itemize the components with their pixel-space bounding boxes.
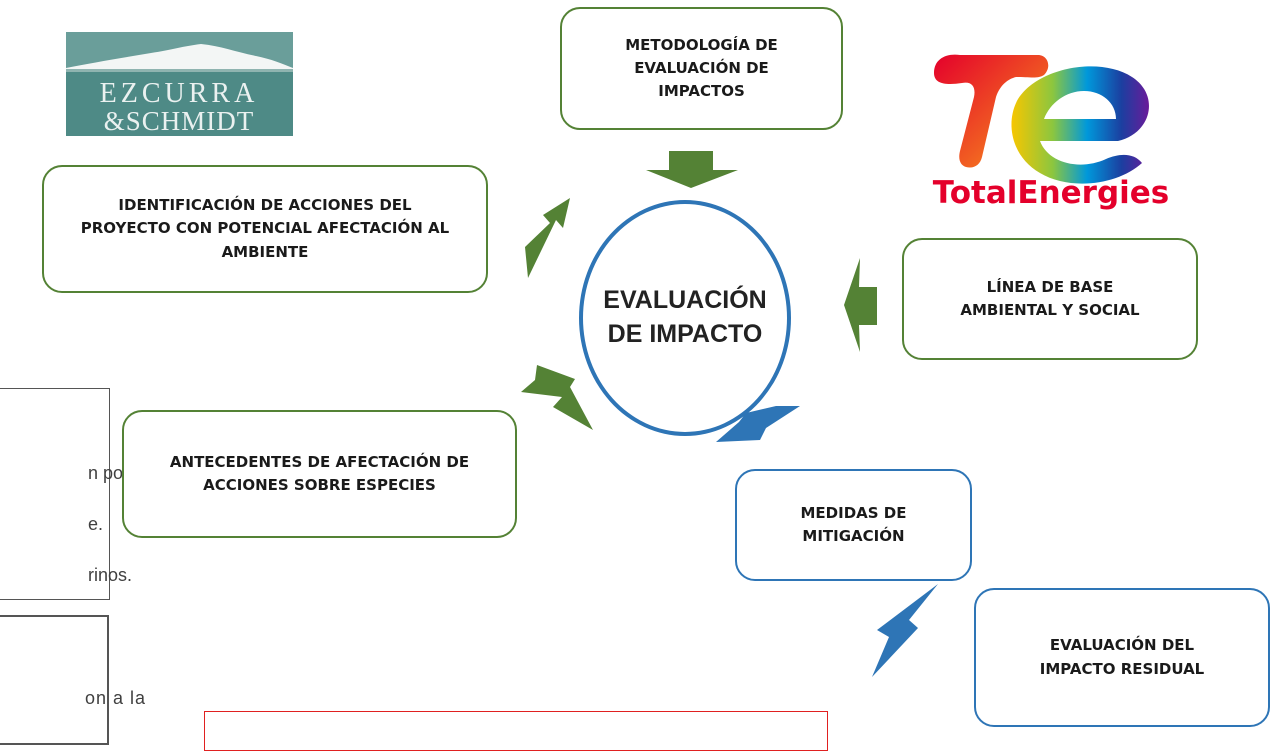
box-medidas: MEDIDAS DE MITIGACIÓN [735,469,972,581]
box-antecedentes: ANTECEDENTES DE AFECTACIÓN DE ACCIONES S… [122,410,517,538]
box-linea-base-label: LÍNEA DE BASE AMBIENTAL Y SOCIAL [960,277,1140,319]
arrow-antecedentes-icon [521,365,593,430]
box-identificacion: IDENTIFICACIÓN DE ACCIONES DEL PROYECTO … [42,165,488,293]
box-residual: EVALUACIÓN DEL IMPACTO RESIDUAL [974,588,1270,727]
arrow-residual-icon [872,584,938,677]
box-linea-base: LÍNEA DE BASE AMBIENTAL Y SOCIAL [902,238,1198,360]
box-identificacion-label: IDENTIFICACIÓN DE ACCIONES DEL PROYECTO … [80,196,450,261]
center-evaluacion-label: EVALUACIÓN DE IMPACTO [603,286,767,348]
ezcurra-logo-text: EZCURRA [100,78,259,109]
background-text-panel-1 [0,388,110,600]
ezcurra-schmidt-logo: EZCURRA &SCHMIDT [66,32,293,136]
fragment-text: on a la [85,688,147,708]
center-evaluacion-ellipse: EVALUACIÓN DE IMPACTO [579,200,791,436]
box-antecedentes-label: ANTECEDENTES DE AFECTACIÓN DE ACCIONES S… [169,452,470,494]
schmidt-logo-text: &SCHMIDT [104,106,255,136]
box-metodologia: METODOLOGÍA DE EVALUACIÓN DE IMPACTOS [560,7,843,130]
arrow-medidas-icon [716,406,800,442]
box-metodologia-label: METODOLOGÍA DE EVALUACIÓN DE IMPACTOS [625,35,778,101]
box-medidas-label: MEDIDAS DE MITIGACIÓN [800,503,907,545]
arrow-linea-base-icon [844,258,877,352]
box-residual-label: EVALUACIÓN DEL IMPACTO RESIDUAL [1039,636,1205,678]
totalenergies-logo: TotalEnergies [920,45,1182,215]
arrow-identificacion-icon [525,198,570,278]
totalenergies-logo-text: TotalEnergies [933,175,1170,211]
arrow-metodologia-icon [646,151,738,188]
flow-arrows [521,151,938,677]
fragment-text: e. [88,514,104,534]
fragment-text: rinos. [88,565,133,585]
